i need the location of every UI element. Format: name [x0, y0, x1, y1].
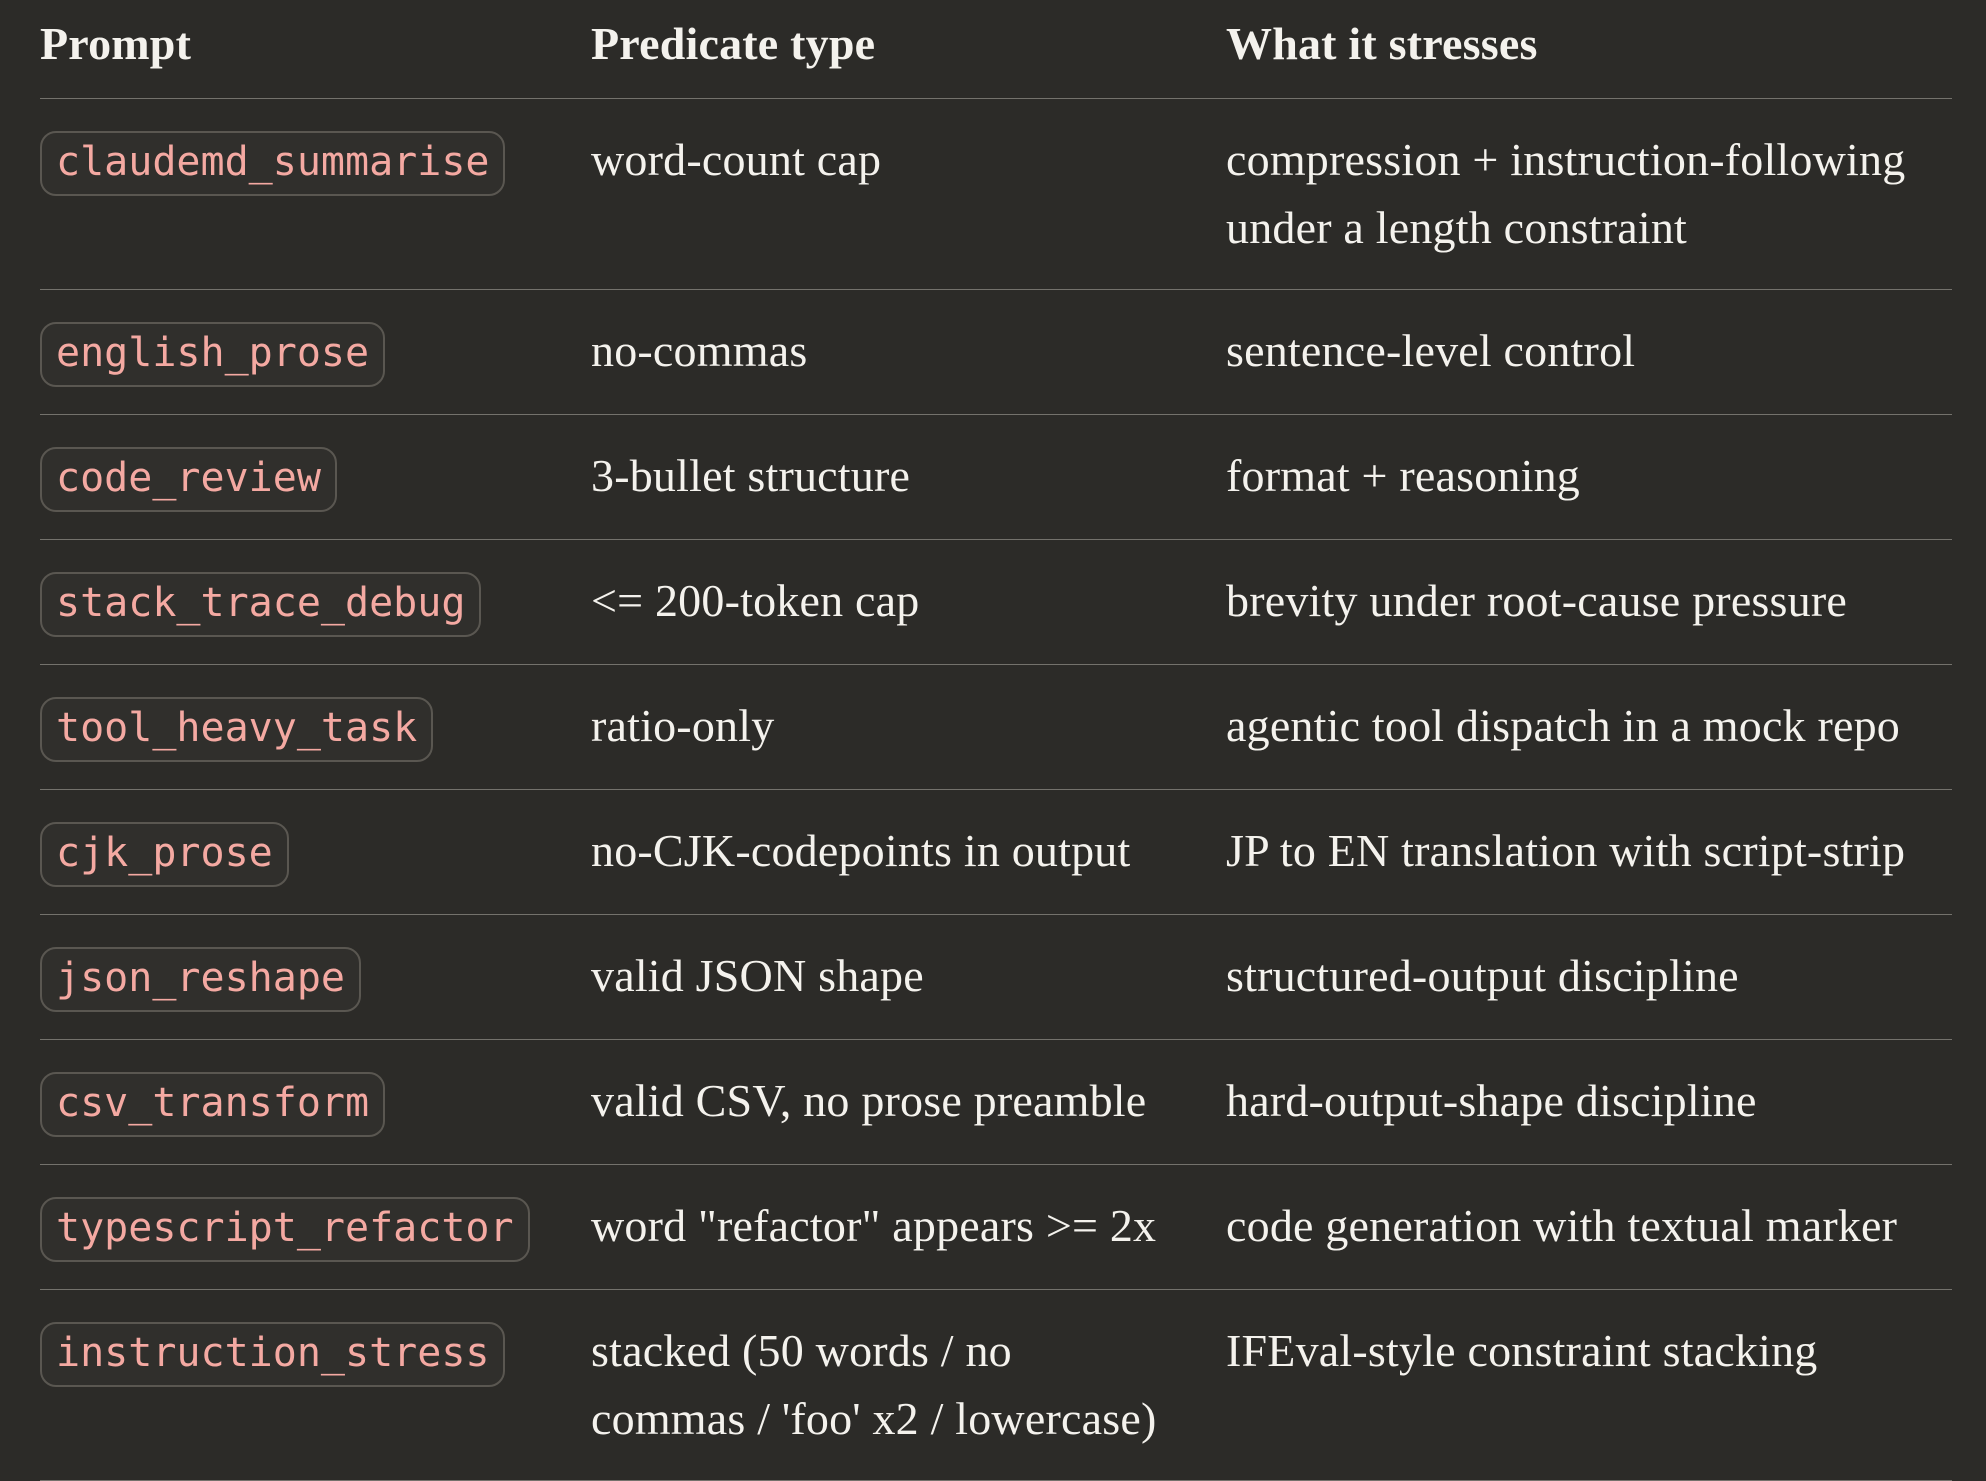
prompt-name: claudemd_summarise: [56, 139, 490, 186]
table-row: csv_transform valid CSV, no prose preamb…: [40, 1040, 1952, 1166]
prompt-name: cjk_prose: [56, 830, 273, 877]
predicate-type-cell: 3-bullet structure: [591, 450, 911, 502]
table-row: claudemd_summarise word-count cap compre…: [40, 99, 1952, 291]
prompt-name: english_prose: [56, 330, 370, 377]
prompt-cell: csv_transform: [40, 1040, 591, 1164]
predicate-type-cell: no-CJK-codepoints in output: [591, 825, 1131, 877]
stresses-cell: structured-output discipline: [1226, 950, 1739, 1002]
prompt-code-badge: json_reshape: [40, 947, 361, 1013]
stresses-cell: sentence-level control: [1226, 325, 1636, 377]
predicate-type-cell: word "refactor" appears >= 2x: [591, 1200, 1157, 1252]
stresses-cell: code generation with textual marker: [1226, 1200, 1898, 1252]
table-row: tool_heavy_task ratio-only agentic tool …: [40, 665, 1952, 791]
column-header-predicate-type: Predicate type: [591, 18, 876, 69]
prompt-cell: json_reshape: [40, 915, 591, 1039]
table-row: cjk_prose no-CJK-codepoints in output JP…: [40, 790, 1952, 916]
table-row: code_review 3-bullet structure format + …: [40, 415, 1952, 541]
prompts-predicates-table: Prompt Predicate type What it stresses c…: [40, 0, 1952, 1481]
prompt-code-badge: tool_heavy_task: [40, 697, 434, 763]
predicate-type-cell: valid CSV, no prose preamble: [591, 1075, 1147, 1127]
table-row: stack_trace_debug <= 200-token cap brevi…: [40, 540, 1952, 666]
prompt-name: code_review: [56, 455, 321, 502]
prompt-code-badge: typescript_refactor: [40, 1197, 530, 1263]
stresses-cell: IFEval-style constraint stacking: [1226, 1325, 1818, 1377]
column-header-what-it-stresses: What it stresses: [1226, 18, 1538, 69]
table-header-row: Prompt Predicate type What it stresses: [40, 0, 1952, 100]
prompt-code-badge: csv_transform: [40, 1072, 386, 1138]
stresses-cell: format + reasoning: [1226, 450, 1580, 502]
prompt-cell: tool_heavy_task: [40, 665, 591, 789]
prompt-cell: claudemd_summarise: [40, 99, 591, 223]
prompt-cell: english_prose: [40, 290, 591, 414]
predicate-type-cell: ratio-only: [591, 700, 775, 752]
prompt-name: json_reshape: [56, 955, 345, 1002]
prompt-name: tool_heavy_task: [56, 705, 418, 752]
prompt-cell: instruction_stress: [40, 1290, 591, 1414]
prompt-cell: code_review: [40, 415, 591, 539]
prompt-name: csv_transform: [56, 1080, 370, 1127]
predicate-type-cell: word-count cap: [591, 134, 882, 186]
column-header-prompt: Prompt: [40, 18, 192, 69]
prompt-code-badge: english_prose: [40, 322, 386, 388]
predicate-type-cell: <= 200-token cap: [591, 575, 920, 627]
prompt-code-badge: claudemd_summarise: [40, 131, 506, 197]
prompt-code-badge: code_review: [40, 447, 337, 513]
prompt-cell: cjk_prose: [40, 790, 591, 914]
stresses-cell: JP to EN translation with script-strip: [1226, 825, 1906, 877]
prompt-cell: stack_trace_debug: [40, 540, 591, 664]
predicate-type-cell: no-commas: [591, 325, 808, 377]
prompt-name: typescript_refactor: [56, 1205, 514, 1252]
prompt-name: stack_trace_debug: [56, 580, 466, 627]
predicate-type-cell: valid JSON shape: [591, 950, 924, 1002]
table-row: english_prose no-commas sentence-level c…: [40, 290, 1952, 416]
prompt-code-badge: instruction_stress: [40, 1322, 506, 1388]
table-body: claudemd_summarise word-count cap compre…: [40, 99, 1952, 1481]
prompt-code-badge: stack_trace_debug: [40, 572, 482, 638]
table-row: json_reshape valid JSON shape structured…: [40, 915, 1952, 1041]
prompt-code-badge: cjk_prose: [40, 822, 289, 888]
stresses-cell: brevity under root-cause pressure: [1226, 575, 1847, 627]
stresses-cell: agentic tool dispatch in a mock repo: [1226, 700, 1900, 752]
predicate-type-cell: stacked (50 words / no commas / 'foo' x2…: [591, 1325, 1157, 1445]
prompt-name: instruction_stress: [56, 1330, 490, 1377]
stresses-cell: hard-output-shape discipline: [1226, 1075, 1757, 1127]
prompt-cell: typescript_refactor: [40, 1165, 591, 1289]
table-row: instruction_stress stacked (50 words / n…: [40, 1290, 1952, 1481]
stresses-cell: compression + instruction-following unde…: [1226, 134, 1906, 254]
table-row: typescript_refactor word "refactor" appe…: [40, 1165, 1952, 1291]
